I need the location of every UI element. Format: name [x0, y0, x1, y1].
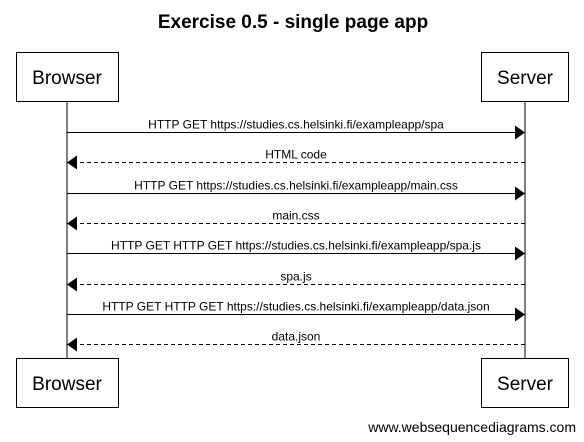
message-3-label: HTTP GET https://studies.cs.helsinki.fi/… [134, 179, 458, 193]
participant-server-top-label: Server [497, 68, 554, 89]
message-5-label: HTTP GET HTTP GET https://studies.cs.hel… [111, 239, 481, 253]
participant-browser-top: Browser [16, 52, 119, 102]
message-8-label: data.json [272, 330, 321, 344]
message-8-arrowhead [67, 337, 77, 352]
participant-browser-bottom: Browser [16, 358, 119, 408]
message-2-arrowhead [67, 155, 77, 170]
message-4-arrowhead [67, 216, 77, 231]
participant-browser-bottom-label: Browser [32, 374, 102, 395]
message-5-arrowhead [515, 246, 525, 261]
message-6-label: spa.js [280, 270, 311, 284]
participant-server-top: Server [481, 52, 569, 102]
participant-server-bottom-label: Server [497, 374, 554, 395]
message-4-label: main.css [272, 209, 319, 223]
message-7-label: HTTP GET HTTP GET https://studies.cs.hel… [102, 300, 489, 314]
diagram-title: Exercise 0.5 - single page app [158, 12, 428, 33]
message-1-label: HTTP GET https://studies.cs.helsinki.fi/… [148, 118, 444, 132]
participant-browser-top-label: Browser [32, 68, 102, 89]
message-2-label: HTML code [265, 148, 327, 162]
message-6-arrowhead [67, 277, 77, 292]
messages-group: HTTP GET https://studies.cs.helsinki.fi/… [67, 118, 525, 352]
message-7-arrowhead [515, 307, 525, 322]
message-3-arrowhead [515, 186, 525, 201]
message-1-arrowhead [515, 125, 525, 140]
watermark-link[interactable]: www.websequencediagrams.com [367, 419, 576, 435]
participant-server-bottom: Server [481, 358, 569, 408]
